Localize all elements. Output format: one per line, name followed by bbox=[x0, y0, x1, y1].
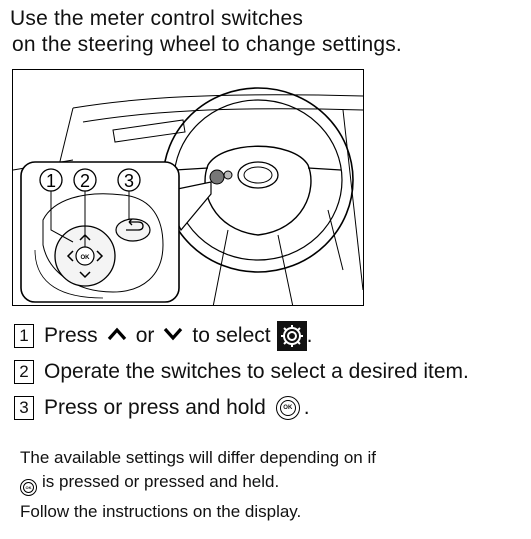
note-line-1: The available settings will differ depen… bbox=[20, 448, 376, 467]
steering-wheel-illustration: OK 1 2 3 bbox=[12, 69, 364, 306]
svg-text:3: 3 bbox=[124, 171, 134, 191]
settings-gear-icon bbox=[276, 321, 307, 351]
down-arrow-icon bbox=[162, 324, 184, 348]
callout-3: 3 bbox=[117, 168, 141, 220]
step-text-after: to select bbox=[192, 324, 271, 347]
ok-button-icon: OK bbox=[275, 396, 300, 420]
svg-text:2: 2 bbox=[80, 171, 90, 191]
note-line-2-text: is pressed or pressed and held. bbox=[42, 472, 280, 491]
callout-1: 1 bbox=[39, 168, 74, 243]
intro-line-2: on the steering wheel to change settings… bbox=[12, 33, 402, 56]
step-end: . bbox=[306, 324, 313, 347]
step-1: 1 Press or to select . bbox=[14, 318, 529, 354]
steps-list: 1 Press or to select . 2 Operate the swi… bbox=[14, 318, 529, 426]
callout-2: 2 bbox=[73, 168, 97, 247]
notes: The available settings will differ depen… bbox=[20, 446, 525, 496]
ok-label: OK bbox=[81, 255, 91, 261]
step-text: Operate the switches to select a desired… bbox=[44, 360, 469, 383]
step-number: 1 bbox=[14, 324, 34, 348]
ok-button-icon: OK bbox=[20, 479, 37, 496]
intro-line-1: Use the meter control switches bbox=[10, 7, 304, 30]
follow-instructions: Follow the instructions on the display. bbox=[20, 502, 302, 521]
step-number: 2 bbox=[14, 360, 34, 384]
svg-text:1: 1 bbox=[46, 171, 56, 191]
step-end: . bbox=[303, 396, 310, 419]
step-text: Press bbox=[44, 324, 98, 347]
step-number: 3 bbox=[14, 396, 34, 420]
step-or-text: or bbox=[135, 324, 155, 347]
up-arrow-icon bbox=[106, 324, 128, 348]
step-text: Press or press and hold bbox=[44, 396, 266, 419]
step-3: 3 Press or press and hold OK . bbox=[14, 390, 529, 426]
steering-wheel-drawing: OK 1 2 3 bbox=[13, 87, 363, 305]
intro-text: Use the meter control switches on the st… bbox=[10, 6, 525, 58]
note-line-2: OK is pressed or pressed and held. bbox=[20, 470, 525, 496]
step-2: 2 Operate the switches to select a desir… bbox=[14, 354, 529, 390]
